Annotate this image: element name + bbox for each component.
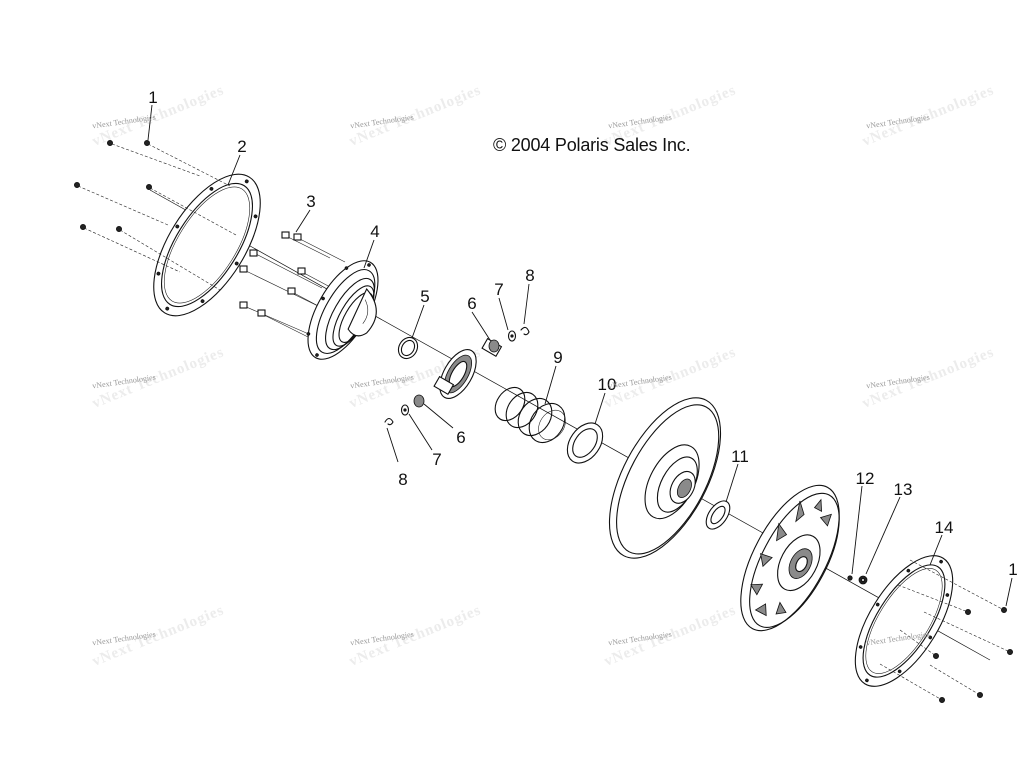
callout-7-lower: 7: [432, 450, 441, 469]
callout-9: 9: [553, 348, 562, 367]
assembly-axis: [149, 189, 991, 661]
spacer-ring: [566, 422, 604, 464]
callout-6-lower: 6: [456, 428, 465, 447]
screws-right: [879, 559, 1014, 704]
callout-10: 10: [598, 375, 617, 394]
callout-3: 3: [306, 192, 315, 211]
fixed-sheave: [740, 484, 840, 632]
callout-2: 2: [237, 137, 246, 156]
callout-8-upper: 8: [525, 266, 534, 285]
set-screw: [847, 575, 853, 581]
movable-sheave: [608, 397, 722, 559]
cover-gasket-right: [854, 555, 954, 687]
cover-gasket-left: [153, 173, 261, 317]
seal-ring: [397, 336, 419, 360]
bushings: [413, 339, 500, 408]
callout-1-left: 1: [148, 88, 157, 107]
screws-left: [74, 139, 237, 291]
callout-11: 11: [731, 447, 749, 466]
spring: [494, 386, 566, 444]
copyright-text: © 2004 Polaris Sales Inc.: [493, 135, 691, 155]
washers: [400, 330, 517, 416]
callout-5: 5: [420, 287, 429, 306]
callout-14: 14: [935, 518, 954, 537]
callout-labels: 1 2 3 4 5 6 7 8 9 10 6 7 8 11 12 13 14 1: [148, 88, 1017, 579]
sheave-washer: [705, 500, 731, 530]
nut: [858, 575, 868, 585]
callout-4: 4: [370, 222, 379, 241]
callout-13: 13: [894, 480, 913, 499]
callout-12: 12: [856, 469, 875, 488]
callout-7-upper: 7: [494, 280, 503, 299]
callout-1-right: 1: [1008, 560, 1017, 579]
callout-8-lower: 8: [398, 470, 407, 489]
leader-lines: [147, 104, 1013, 607]
clutch-housing: [306, 260, 379, 360]
callout-6-upper: 6: [467, 294, 476, 313]
clips: [384, 326, 530, 426]
